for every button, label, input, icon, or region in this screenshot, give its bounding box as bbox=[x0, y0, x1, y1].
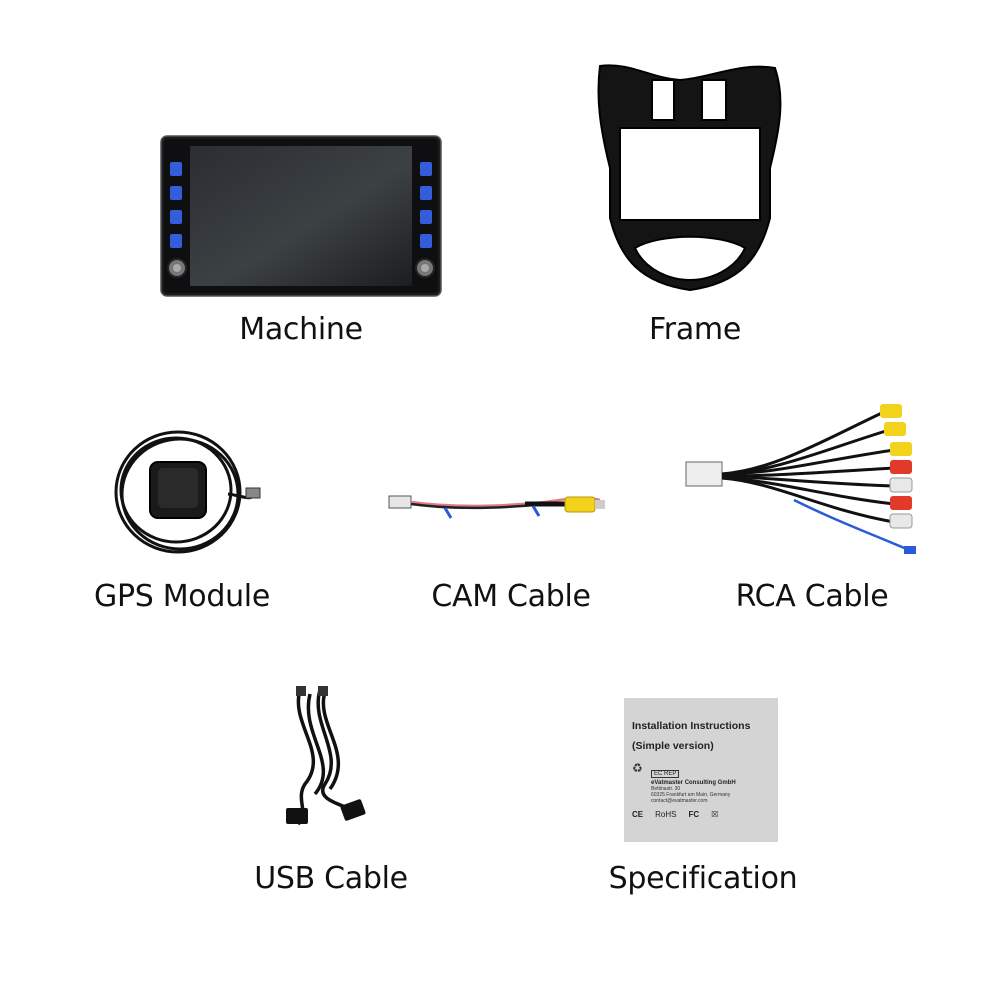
ec-rep-badge: EC REP bbox=[651, 770, 680, 778]
usb-cable-image bbox=[270, 684, 380, 834]
machine-label: Machine bbox=[239, 312, 363, 347]
rohs-mark: RoHS bbox=[655, 810, 677, 819]
card-company: eVatmaster Consulting GmbH bbox=[651, 780, 736, 786]
gps-module-image bbox=[108, 424, 268, 564]
gps-module-label: GPS Module bbox=[93, 579, 271, 614]
weee-bin-icon: ☒ bbox=[711, 810, 719, 819]
usb-cable-label: USB Cable bbox=[254, 861, 408, 896]
fc-mark: FC bbox=[688, 810, 700, 819]
card-title: Installation Instructions bbox=[632, 720, 751, 732]
ce-mark: CE bbox=[632, 810, 644, 819]
card-street: Bettinastr. 30 bbox=[651, 786, 681, 792]
card-email: contact@evatmaster.com bbox=[651, 798, 708, 804]
rca-cable-label: RCA Cable bbox=[735, 579, 889, 614]
machine-image bbox=[160, 134, 442, 298]
frame-label: Frame bbox=[649, 312, 741, 347]
cam-cable-image bbox=[385, 484, 615, 534]
recycle-icon: ♻ bbox=[632, 761, 643, 775]
cam-cable-label: CAM Cable bbox=[431, 579, 591, 614]
frame-image bbox=[590, 58, 790, 298]
card-subtitle: (Simple version) bbox=[632, 740, 714, 752]
specification-label: Specification bbox=[608, 861, 798, 896]
rca-cable-image bbox=[684, 400, 940, 560]
specification-card: Installation Instructions (Simple versio… bbox=[624, 698, 778, 842]
card-city: 60325 Frankfurt am Main, Germany bbox=[651, 792, 731, 798]
